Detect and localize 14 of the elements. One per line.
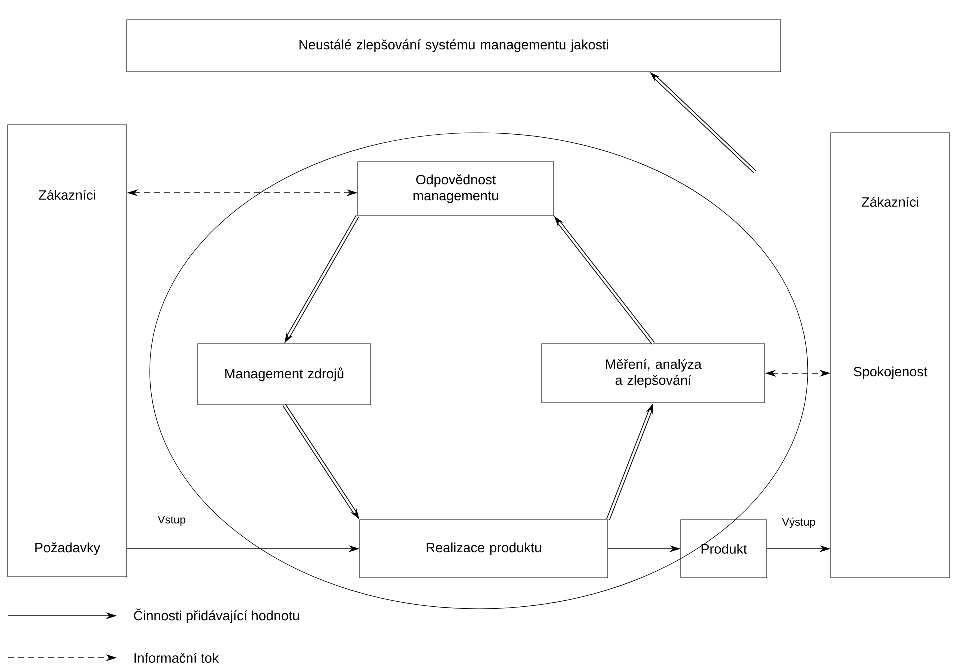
legend-label: Informační tok bbox=[134, 652, 220, 664]
panel-label: Zákazníci bbox=[862, 196, 918, 208]
process-box: Odpovědnost managementu bbox=[358, 162, 554, 216]
title-box: Neustálé zlepšování systému managementu jakosti bbox=[126, 20, 782, 72]
process-box: Měření, analýza a zlepšování bbox=[542, 344, 766, 404]
edge-label: Výstup bbox=[782, 518, 816, 528]
panel-label: Požadavky bbox=[36, 542, 100, 556]
process-box: Management zdrojů bbox=[198, 344, 372, 406]
process-box: Realizace produktu bbox=[360, 520, 608, 578]
edge-label: Vstup bbox=[158, 516, 186, 526]
output-box: Produkt bbox=[680, 520, 768, 578]
panel-label: Zákazníci bbox=[39, 190, 96, 200]
legend-label: Činnosti přidávající hodnotu bbox=[134, 608, 300, 624]
panel-label: Spokojenost bbox=[854, 366, 928, 380]
